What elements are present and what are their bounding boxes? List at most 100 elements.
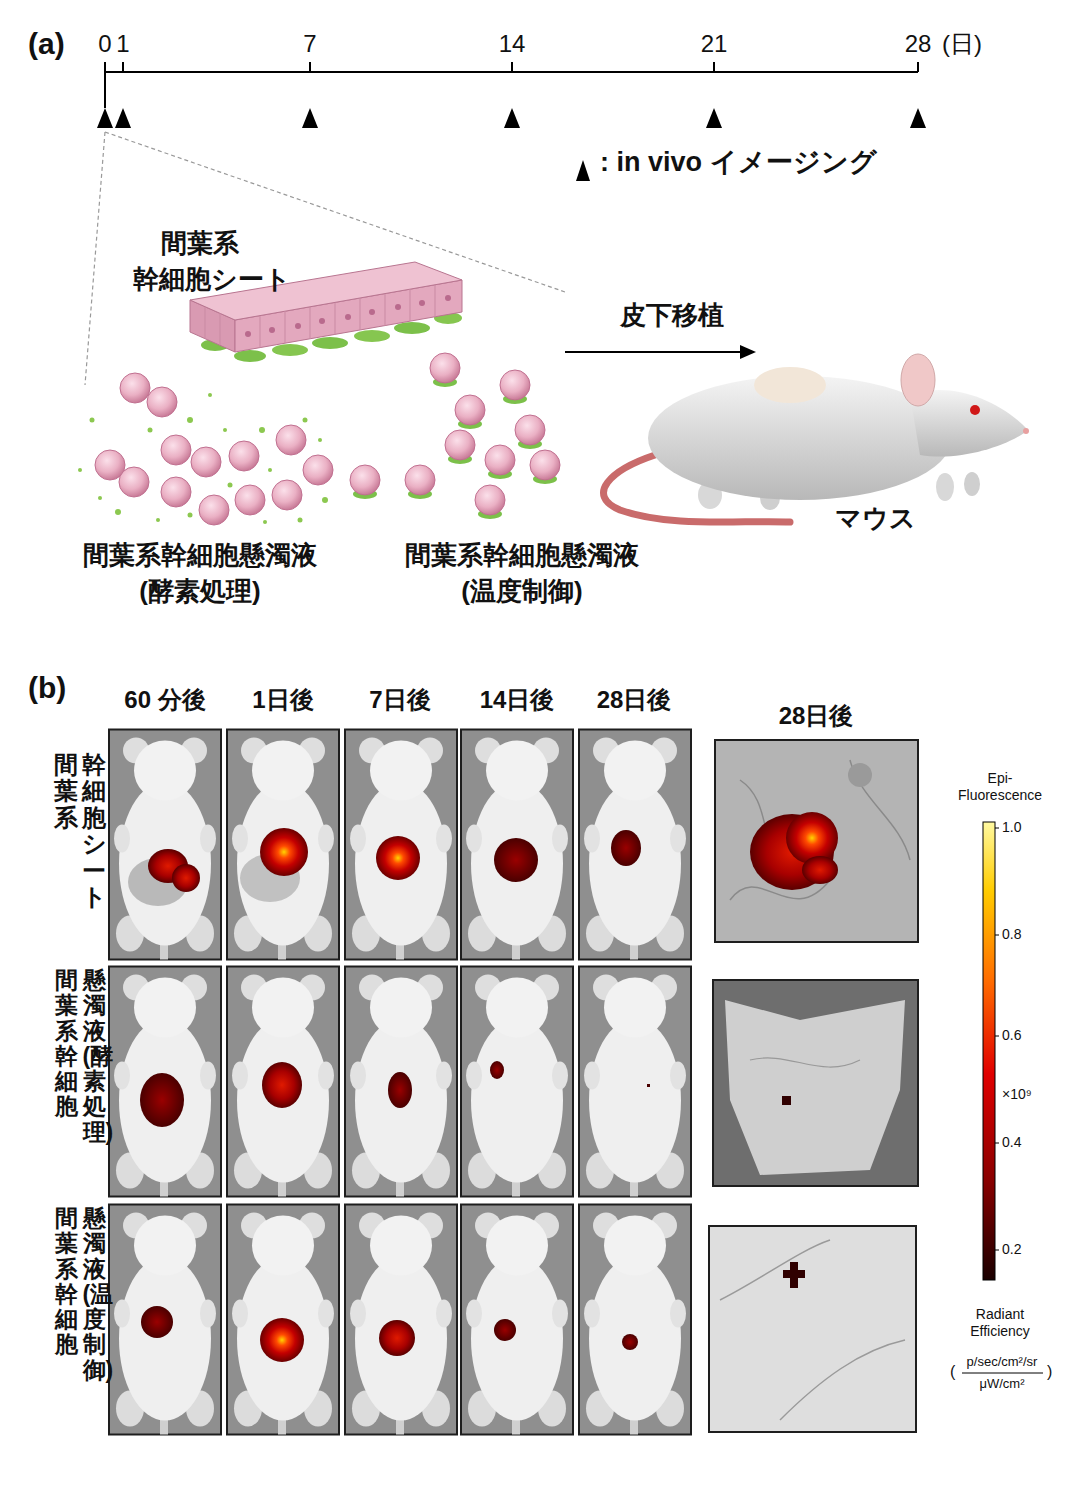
illustration-label: 間葉系: [100, 228, 300, 259]
imaging-panels: [109, 730, 221, 960]
color-bar: [995, 1143, 999, 1144]
tick-number: 7: [290, 30, 330, 59]
fluorescence-signal: [494, 838, 538, 882]
cell-sheet: [360, 298, 361, 330]
zoom-panels: [709, 740, 918, 1432]
row-label: 間葉系幹細胞: [55, 1206, 78, 1358]
enzyme-cells: [187, 417, 193, 423]
color-bar: [962, 1373, 1043, 1374]
zoom-panels: [848, 763, 872, 787]
cell-sheet: [245, 331, 251, 337]
colorbar-tick: 0.2: [1002, 1241, 1021, 1258]
fluorescence-signal: [622, 1334, 638, 1350]
cell-sheet: [435, 285, 436, 317]
color-bar: [995, 828, 999, 1250]
column-header: 14日後: [458, 686, 576, 715]
unit-bracket: ): [1047, 1362, 1052, 1381]
enzyme-cells: [276, 425, 306, 455]
mouse-illustration: [754, 367, 826, 403]
fluorescence-signal: [376, 836, 420, 880]
imaging-panels: [227, 1205, 339, 1435]
unit-numerator: p/sec/cm²/sr: [957, 1354, 1047, 1370]
row-label: 懸濁液(酵素処理): [83, 968, 106, 1145]
enzyme-cells: [95, 373, 333, 525]
imaging-panels: [109, 1205, 221, 1435]
cell-sheet: [312, 337, 348, 349]
temperature-cells: [485, 445, 515, 475]
zoom-panels: [725, 1000, 905, 1175]
timeline: [504, 108, 520, 128]
enzyme-cells: [199, 495, 229, 525]
fluorescence-signal: [140, 1073, 184, 1127]
tick-number: 14: [482, 30, 542, 59]
zoom-panels: [786, 812, 838, 864]
enzyme-cells: [191, 447, 221, 477]
zoom-panels: [713, 980, 918, 1186]
fluorescence-signal: [141, 1306, 173, 1338]
mouse-illustration: [1023, 428, 1029, 434]
cell-sheet: [445, 295, 451, 301]
legend-text: : in vivo イメージング: [600, 146, 877, 178]
color-bar: [983, 822, 995, 1280]
timeline: [302, 108, 318, 128]
temperature-cells: [515, 415, 545, 445]
transplant-arrow: [740, 345, 756, 359]
cell-sheet: [345, 314, 351, 320]
fluorescence-signal: [379, 1320, 415, 1356]
enzyme-cells: [303, 455, 333, 485]
colorbar-title: Epi- Fluorescence: [950, 770, 1050, 804]
tick-number: 21: [684, 30, 744, 59]
illustration-label: (温度制御): [422, 576, 622, 607]
unit-bracket: (: [950, 1362, 955, 1381]
enzyme-cells: [235, 485, 265, 515]
enzyme-cells: [223, 428, 227, 432]
cell-sheet: [395, 304, 401, 310]
row-label: 幹細胞シート: [82, 752, 106, 910]
illustration-label: (酵素処理): [100, 576, 300, 607]
cell-sheet: [205, 285, 435, 348]
zoom-panels: [715, 740, 918, 942]
cell-sheet: [272, 344, 308, 356]
color-bar: [995, 828, 999, 829]
cell-sheet: [269, 327, 275, 333]
imaging-panels: [579, 1205, 691, 1435]
zoom-wedge: [85, 132, 105, 385]
fluorescence-signal: [490, 1061, 504, 1079]
enzyme-cells: [161, 477, 191, 507]
enzyme-cells: [259, 427, 265, 433]
enzyme-cells: [78, 468, 82, 472]
imaging-panels: [227, 967, 339, 1197]
column-header: 7日後: [341, 686, 459, 715]
unit-denominator: μW/cm²: [957, 1376, 1047, 1392]
enzyme-cells: [156, 518, 160, 522]
row-label: 間葉系: [54, 752, 78, 831]
column-header: 28日後: [575, 686, 693, 715]
imaging-panels: [461, 967, 573, 1197]
fluorescence-signal: [260, 1318, 304, 1362]
row-label: 懸濁液(温度制御): [83, 1206, 106, 1383]
enzyme-cells: [147, 387, 177, 417]
zoom-panels: [802, 856, 838, 884]
fluorescence-signal: [647, 1084, 650, 1087]
cell-sheet: [385, 294, 386, 326]
colorbar-tick: 0.8: [1002, 926, 1021, 943]
enzyme-cells: [78, 373, 333, 525]
mouse-illustration: [901, 354, 935, 406]
zoom-panels: [750, 1058, 860, 1067]
mouse-illustration: [970, 405, 980, 415]
panel-label: (b): [28, 670, 66, 706]
temperature-cells: [445, 430, 475, 460]
timeline: [122, 62, 124, 72]
colorbar-tick: 1.0: [1002, 819, 1021, 836]
enzyme-cells: [208, 393, 212, 397]
colorbar-tick: 0.6: [1002, 1027, 1021, 1044]
enzyme-cells: [78, 393, 328, 524]
mouse-illustration: [964, 472, 980, 496]
transplant-arrow: [565, 351, 742, 353]
imaging-panels: [461, 730, 573, 960]
illustration-label: マウス: [795, 503, 955, 534]
timeline: [309, 62, 311, 72]
temperature-cells: [430, 353, 460, 383]
